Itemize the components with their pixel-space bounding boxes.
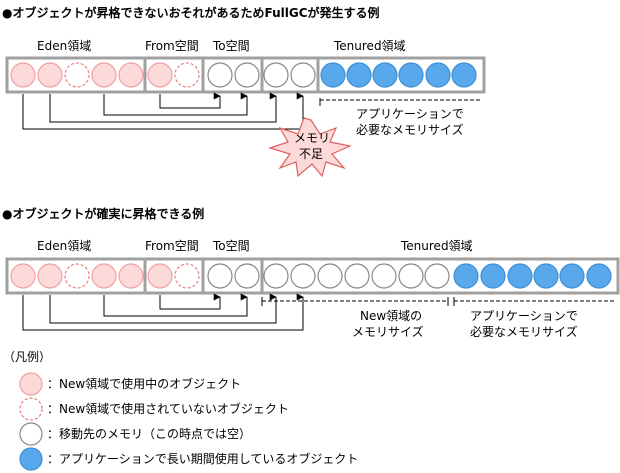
- section2-copy-arrows: [22, 293, 304, 331]
- memory-shortage-label2: 不足: [299, 147, 323, 161]
- section1-app-memory-label2: 必要なメモリサイズ: [356, 122, 464, 137]
- section1-copy-arrows: [22, 92, 304, 130]
- long-lived-object: [533, 263, 559, 289]
- destination-slot: [207, 263, 233, 289]
- legend-long-lived-label: ：アプリケーションで長い期間使用しているオブジェクト: [47, 451, 358, 466]
- long-lived-object: [507, 263, 533, 289]
- section1-title: ●オブジェクトが昇格できないおそれがあるためFullGCが発生する例: [2, 5, 380, 20]
- used-object: [118, 62, 144, 88]
- section1-eden-label: Eden領域: [37, 38, 91, 53]
- long-lived-object: [320, 62, 346, 88]
- destination-slot: [234, 263, 260, 289]
- section1-app-memory-range: [319, 98, 482, 106]
- long-lived-object: [586, 263, 612, 289]
- section-promotion-ok-example: ●オブジェクトが確実に昇格できる例 Eden領域 From空間 To空間 Ten…: [2, 206, 620, 339]
- section1-from-label: From空間: [145, 39, 199, 53]
- long-lived-object: [425, 62, 451, 88]
- used-object: [118, 263, 144, 289]
- legend-title: （凡例）: [3, 350, 51, 364]
- section1-app-memory-label1: アプリケーションで: [356, 107, 464, 121]
- section2-new-memory-label1: New領域の: [360, 308, 422, 323]
- destination-slot: [234, 62, 260, 88]
- destination-slot: [317, 263, 343, 289]
- unused-object: [64, 62, 90, 88]
- long-lived-object: [451, 62, 477, 88]
- memory-shortage-burst-icon: [268, 117, 352, 178]
- section2-new-memory-range: [261, 297, 449, 306]
- destination-slot: [398, 263, 424, 289]
- destination-slot: [263, 263, 289, 289]
- section2-new-memory-label2: メモリサイズ: [352, 324, 424, 339]
- destination-slot: [207, 62, 233, 88]
- long-lived-object: [346, 62, 372, 88]
- used-object: [91, 263, 117, 289]
- section2-tenured-label: Tenured領域: [400, 238, 473, 253]
- long-lived-object: [559, 263, 585, 289]
- legend-destination-label: ：移動先のメモリ（この時点では空）: [47, 427, 251, 441]
- legend-unused-object-icon: [19, 397, 43, 421]
- destination-slot: [290, 263, 316, 289]
- section2-app-memory-label2: 必要なメモリサイズ: [470, 324, 578, 339]
- section-fullgc-example: ●オブジェクトが昇格できないおそれがあるためFullGCが発生する例 Eden領…: [2, 5, 486, 178]
- legend-destination-icon: [19, 422, 43, 446]
- unused-object: [64, 263, 90, 289]
- long-lived-object: [372, 62, 398, 88]
- used-object: [147, 263, 173, 289]
- section2-from-label: From空間: [145, 239, 199, 253]
- used-object: [37, 62, 63, 88]
- destination-slot: [371, 263, 397, 289]
- long-lived-object: [480, 263, 506, 289]
- used-object: [10, 263, 36, 289]
- unused-object: [174, 62, 200, 88]
- unused-object: [174, 263, 200, 289]
- long-lived-object: [398, 62, 424, 88]
- legend-long-lived-icon: [19, 447, 43, 471]
- section1-to-label: To空間: [212, 39, 250, 53]
- used-object: [91, 62, 117, 88]
- legend-used-label: ：New領域で使用中のオブジェクト: [47, 376, 241, 391]
- section2-app-memory-label1: アプリケーションで: [470, 309, 578, 323]
- used-object: [10, 62, 36, 88]
- long-lived-object: [453, 263, 479, 289]
- used-object: [37, 263, 63, 289]
- section2-app-memory-range: [453, 297, 616, 306]
- memory-shortage-label1: メモリ: [294, 131, 330, 145]
- destination-slot: [424, 263, 450, 289]
- section2-eden-label: Eden領域: [37, 238, 91, 253]
- used-object: [147, 62, 173, 88]
- legend-used-object-icon: [19, 372, 43, 396]
- section2-title: ●オブジェクトが確実に昇格できる例: [2, 206, 204, 221]
- legend: （凡例） ：New領域で使用中のオブジェクト ：New領域で使用されていないオブ…: [3, 350, 358, 471]
- destination-slot: [263, 62, 289, 88]
- section1-tenured-label: Tenured領域: [333, 38, 406, 53]
- section2-to-label: To空間: [212, 239, 250, 253]
- destination-slot: [290, 62, 316, 88]
- destination-slot: [344, 263, 370, 289]
- legend-unused-label: ：New領域で使用されていないオブジェクト: [47, 401, 289, 416]
